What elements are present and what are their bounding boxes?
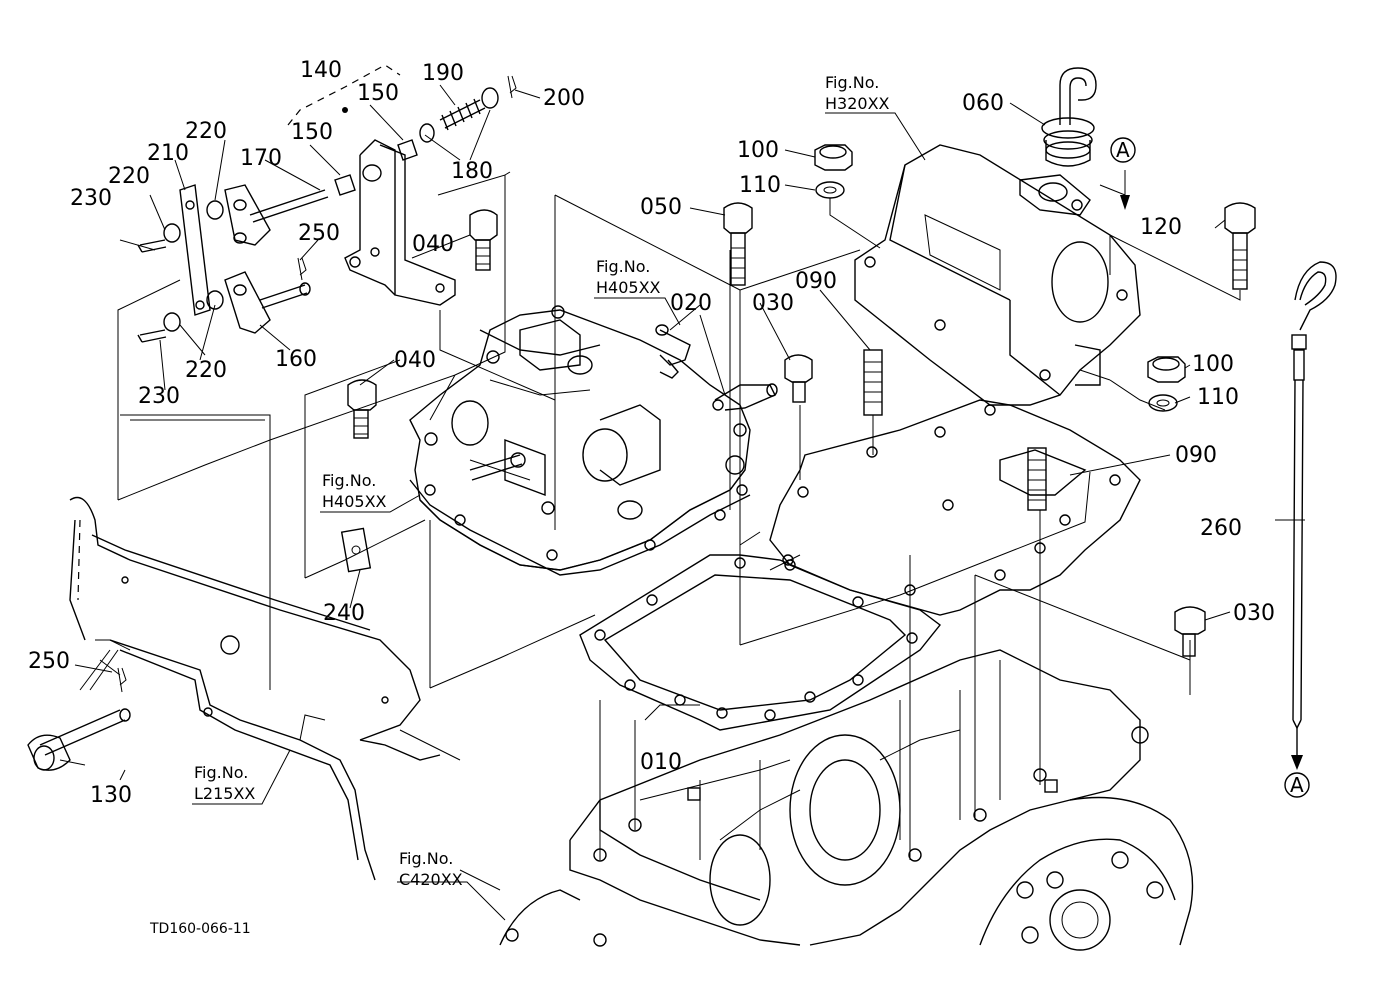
label-100-top: 100: [737, 138, 779, 163]
label-040-left: 040: [394, 348, 436, 373]
gasket-010: [579, 554, 941, 731]
label-120: 120: [1140, 215, 1182, 240]
label-260: 260: [1200, 516, 1242, 541]
label-240: 240: [323, 601, 365, 626]
label-220-bottom: 220: [185, 358, 227, 383]
figref-l215xx-code: L215XX: [194, 784, 255, 803]
figref-c420xx-code: C420XX: [399, 870, 463, 889]
label-160: 160: [275, 347, 317, 372]
lever-linkage: [137, 64, 517, 343]
label-100-right: 100: [1192, 352, 1234, 377]
figref-h320xx-label: Fig.No.: [825, 73, 879, 92]
label-190: 190: [422, 61, 464, 86]
breather-plug-060: [1041, 67, 1097, 167]
frame-l215xx: [69, 496, 441, 881]
label-090-right: 090: [1175, 443, 1217, 468]
marker-a-top: A: [1110, 137, 1136, 163]
housing-h320xx: [854, 144, 1141, 406]
control-valve-assembly: [409, 305, 751, 576]
marker-a-top-label: A: [1116, 138, 1130, 162]
label-060: 060: [962, 91, 1004, 116]
label-030-right: 030: [1233, 601, 1275, 626]
label-110-right: 110: [1197, 385, 1239, 410]
figref-l215xx-label: Fig.No.: [194, 763, 248, 782]
label-200: 200: [543, 86, 585, 111]
figref-h405xx-top-label: Fig.No.: [596, 257, 650, 276]
label-030-left: 030: [752, 291, 794, 316]
label-140: 140: [300, 58, 342, 83]
label-250-left: 250: [28, 649, 70, 674]
figref-h405xx-top-code: H405XX: [596, 278, 661, 297]
label-050: 050: [640, 195, 682, 220]
label-110-top: 110: [739, 173, 781, 198]
label-090-top: 090: [795, 269, 837, 294]
label-210: 210: [147, 141, 189, 166]
label-230-top: 230: [70, 186, 112, 211]
label-010: 010: [640, 750, 682, 775]
label-130: 130: [90, 783, 132, 808]
marker-a-bottom: A: [1284, 772, 1310, 798]
label-020: 020: [670, 291, 712, 316]
leader-lines: [59, 84, 1305, 921]
cover-plate: [769, 399, 1141, 616]
label-250-top: 250: [298, 221, 340, 246]
label-220-left: 220: [108, 164, 150, 189]
figref-h320xx-code: H320XX: [825, 94, 890, 113]
label-150-left: 150: [291, 120, 333, 145]
label-220-top: 220: [185, 119, 227, 144]
fitting-020: [655, 324, 778, 411]
figref-c420xx-label: Fig.No.: [399, 849, 453, 868]
marker-a-bottom-label: A: [1290, 773, 1304, 797]
label-230-bottom: 230: [138, 384, 180, 409]
label-150-top: 150: [357, 81, 399, 106]
dipstick-260: [1291, 261, 1337, 770]
figref-h405xx-left-code: H405XX: [322, 492, 387, 511]
transmission-case: [499, 649, 1194, 951]
drawing-code: TD160-066-11: [149, 921, 251, 937]
figure-references: Fig.No. H320XX Fig.No. H405XX Fig.No. H4…: [194, 73, 890, 889]
bolts: [27, 144, 1256, 771]
label-180: 180: [451, 159, 493, 184]
label-040-top: 040: [412, 232, 454, 257]
figref-h405xx-left-label: Fig.No.: [322, 471, 376, 490]
part-labels: 010 020 030 030 040 040 050 060 090 090 …: [28, 58, 1275, 808]
label-170: 170: [240, 146, 282, 171]
